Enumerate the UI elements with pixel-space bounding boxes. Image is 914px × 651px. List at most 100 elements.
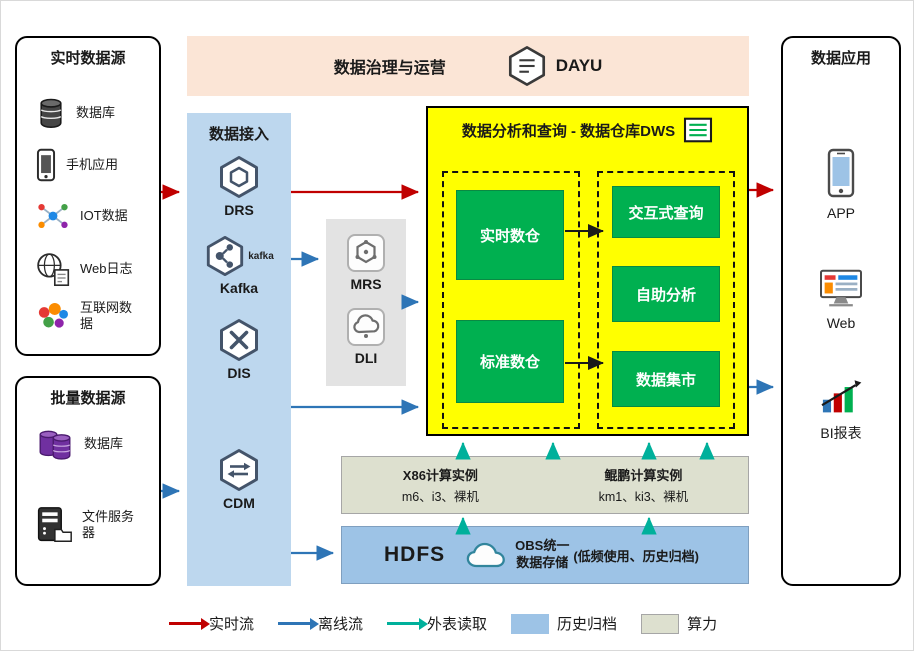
dis-label: DIS — [227, 365, 251, 381]
dis-icon — [220, 319, 258, 361]
obs-title-line2: 数据存储 — [516, 555, 569, 570]
obs-cloud-icon — [466, 542, 506, 567]
source-item-database: 数据库 — [35, 96, 153, 130]
source-item-file-server: 文件服务器 — [35, 506, 153, 544]
legend-label: 离线流 — [318, 616, 364, 633]
source-label: 手机应用 — [66, 156, 119, 172]
external-read-arrow-icon — [387, 617, 429, 630]
storage-bar: HDFS OBS统一 数据存储 (低频使用、历史归档) — [341, 526, 749, 584]
dli-label: DLI — [354, 350, 378, 366]
bi-chart-icon — [821, 380, 862, 413]
kunpeng-compute-group: 鲲鹏计算实例 km1、ki3、裸机 — [599, 465, 689, 505]
source-item-mobile: 手机应用 — [35, 148, 153, 182]
app-item-web: Web — [783, 268, 899, 331]
obs-title-line1: OBS统一 — [515, 538, 570, 554]
app-label: BI报表 — [820, 425, 862, 441]
warehouse-dashed-group — [442, 171, 580, 429]
cdm-icon — [220, 449, 258, 491]
realtime-flow-arrow-icon — [169, 617, 210, 630]
legend-item-history-archive: 历史归档 — [511, 613, 617, 634]
source-item-weblog: Web日志 — [35, 251, 153, 287]
app-label: Web — [826, 315, 856, 331]
legend-item-compute: 算力 — [641, 613, 717, 634]
mrs-icon — [347, 234, 385, 272]
realtime-sources-box: 实时数据源 数据库 手机应用 — [15, 36, 161, 356]
data-mart-box: 数据集市 — [612, 351, 720, 407]
legend-label: 历史归档 — [557, 616, 618, 633]
source-label: Web日志 — [80, 260, 133, 276]
compute-swatch — [641, 613, 680, 634]
analytics-dashed-group — [597, 171, 735, 429]
source-label: IOT数据 — [80, 207, 128, 223]
database-icon — [40, 98, 62, 129]
data-applications-box: 数据应用 APP Web — [781, 36, 901, 586]
dws-title: 数据分析和查询 - 数据仓库DWS — [461, 122, 676, 140]
source-label: 互联网数据 — [80, 300, 133, 332]
middleware-box: MRS DLI — [326, 219, 406, 386]
kunpeng-compute-title: 鲲鹏计算实例 — [604, 468, 683, 483]
source-item-internet: 互联网数据 — [35, 300, 145, 333]
source-label: 数据库 — [76, 104, 116, 120]
legend-label: 实时流 — [209, 616, 255, 633]
dayu-icon — [508, 46, 545, 86]
source-label: 数据库 — [84, 435, 124, 451]
ingest-service-dis: DIS — [187, 318, 291, 381]
kafka-icon — [207, 235, 244, 277]
offline-flow-arrow-icon — [278, 617, 320, 630]
realtime-warehouse-box: 实时数仓 — [456, 190, 564, 280]
kunpeng-compute-detail: km1、ki3、裸机 — [598, 490, 689, 504]
database-cluster-icon — [39, 430, 71, 460]
drs-icon — [220, 156, 258, 198]
legend-label: 算力 — [687, 616, 718, 633]
mobile-icon — [36, 148, 56, 182]
data-applications-title: 数据应用 — [810, 50, 871, 67]
kafka-label: Kafka — [219, 280, 259, 296]
data-ingest-column: 数据接入 DRS kafka Kafka — [187, 113, 291, 586]
dws-document-icon — [684, 117, 713, 143]
mrs-label: MRS — [350, 276, 382, 292]
x86-compute-group: X86计算实例 m6、i3、裸机 — [402, 465, 479, 505]
x86-compute-detail: m6、i3、裸机 — [401, 490, 479, 504]
app-item-app: APP — [783, 148, 899, 221]
hdfs-label: HDFS — [384, 543, 446, 566]
batch-sources-title: 批量数据源 — [50, 390, 126, 407]
governance-title: 数据治理与运营 — [333, 60, 446, 77]
kafka-wordmark: kafka — [248, 250, 274, 262]
legend-item-realtime-flow: 实时流 — [169, 613, 254, 634]
obs-title: OBS统一 数据存储 — [515, 538, 569, 572]
compute-instances-bar: X86计算实例 m6、i3、裸机 鲲鹏计算实例 km1、ki3、裸机 — [341, 456, 749, 514]
internet-data-icon — [38, 303, 68, 328]
dayu-brand: DAYU — [506, 45, 603, 87]
legend-item-external-read: 外表读取 — [387, 613, 487, 634]
file-server-icon — [37, 507, 72, 543]
legend-item-offline-flow: 离线流 — [278, 613, 363, 634]
source-label: 文件服务器 — [82, 508, 135, 540]
dayu-label: DAYU — [555, 56, 603, 75]
source-item-iot: IOT数据 — [35, 201, 153, 231]
drs-label: DRS — [224, 202, 254, 218]
governance-bar: 数据治理与运营 DAYU — [187, 36, 749, 96]
dws-box: 数据分析和查询 - 数据仓库DWS 实时数仓 标准数仓 交互式查询 自助分析 数… — [426, 106, 749, 436]
dli-icon — [347, 308, 385, 346]
iot-icon — [38, 204, 68, 228]
storage-note: (低频使用、历史归档) — [573, 548, 700, 564]
source-item-batch-database: 数据库 — [35, 426, 153, 462]
middleware-service-dli: DLI — [326, 307, 406, 366]
legend: 实时流 离线流 外表读取 历史归档 算力 — [169, 613, 717, 634]
batch-sources-box: 批量数据源 数据库 文件服务器 — [15, 376, 161, 586]
interactive-query-box: 交互式查询 — [612, 186, 720, 238]
history-archive-swatch — [511, 613, 550, 634]
self-service-analysis-box: 自助分析 — [612, 266, 720, 322]
data-ingest-title: 数据接入 — [208, 126, 269, 143]
app-item-bi: BI报表 — [783, 378, 899, 443]
cdm-label: CDM — [223, 495, 255, 511]
ingest-service-drs: DRS — [187, 155, 291, 218]
ingest-service-cdm: CDM — [187, 448, 291, 511]
middleware-service-mrs: MRS — [326, 233, 406, 292]
web-monitor-icon — [820, 269, 862, 307]
realtime-sources-title: 实时数据源 — [50, 50, 126, 67]
standard-warehouse-box: 标准数仓 — [456, 320, 564, 403]
web-log-icon — [37, 253, 70, 287]
dws-title-row: 数据分析和查询 - 数据仓库DWS — [428, 117, 747, 143]
